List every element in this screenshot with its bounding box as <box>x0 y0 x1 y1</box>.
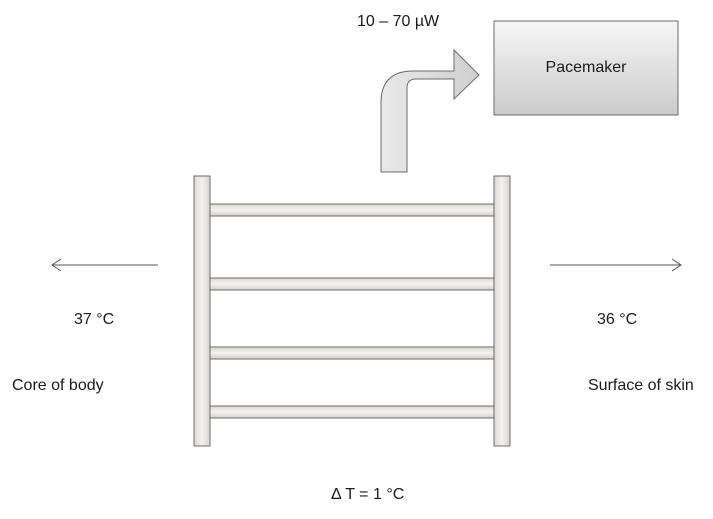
core-of-body-label: Core of body <box>12 377 104 394</box>
power-output-label: 10 – 70 µW <box>357 13 440 30</box>
power-arrow <box>380 48 480 173</box>
right-heat-arrow <box>550 258 682 272</box>
delta-temperature-label: Δ T = 1 °C <box>331 486 405 503</box>
thermo-leg-3 <box>209 346 495 360</box>
core-temperature-label: 37 °C <box>74 311 115 328</box>
thermo-leg-1 <box>209 203 495 217</box>
left-post <box>193 175 211 447</box>
skin-temperature-label: 36 °C <box>597 311 638 328</box>
thermo-leg-4 <box>209 405 495 419</box>
right-post <box>493 175 511 447</box>
left-heat-arrow <box>51 258 158 272</box>
thermo-leg-2 <box>209 277 495 291</box>
pacemaker-label: Pacemaker <box>545 59 627 76</box>
pacemaker-box <box>493 20 679 116</box>
surface-of-skin-label: Surface of skin <box>588 377 694 394</box>
